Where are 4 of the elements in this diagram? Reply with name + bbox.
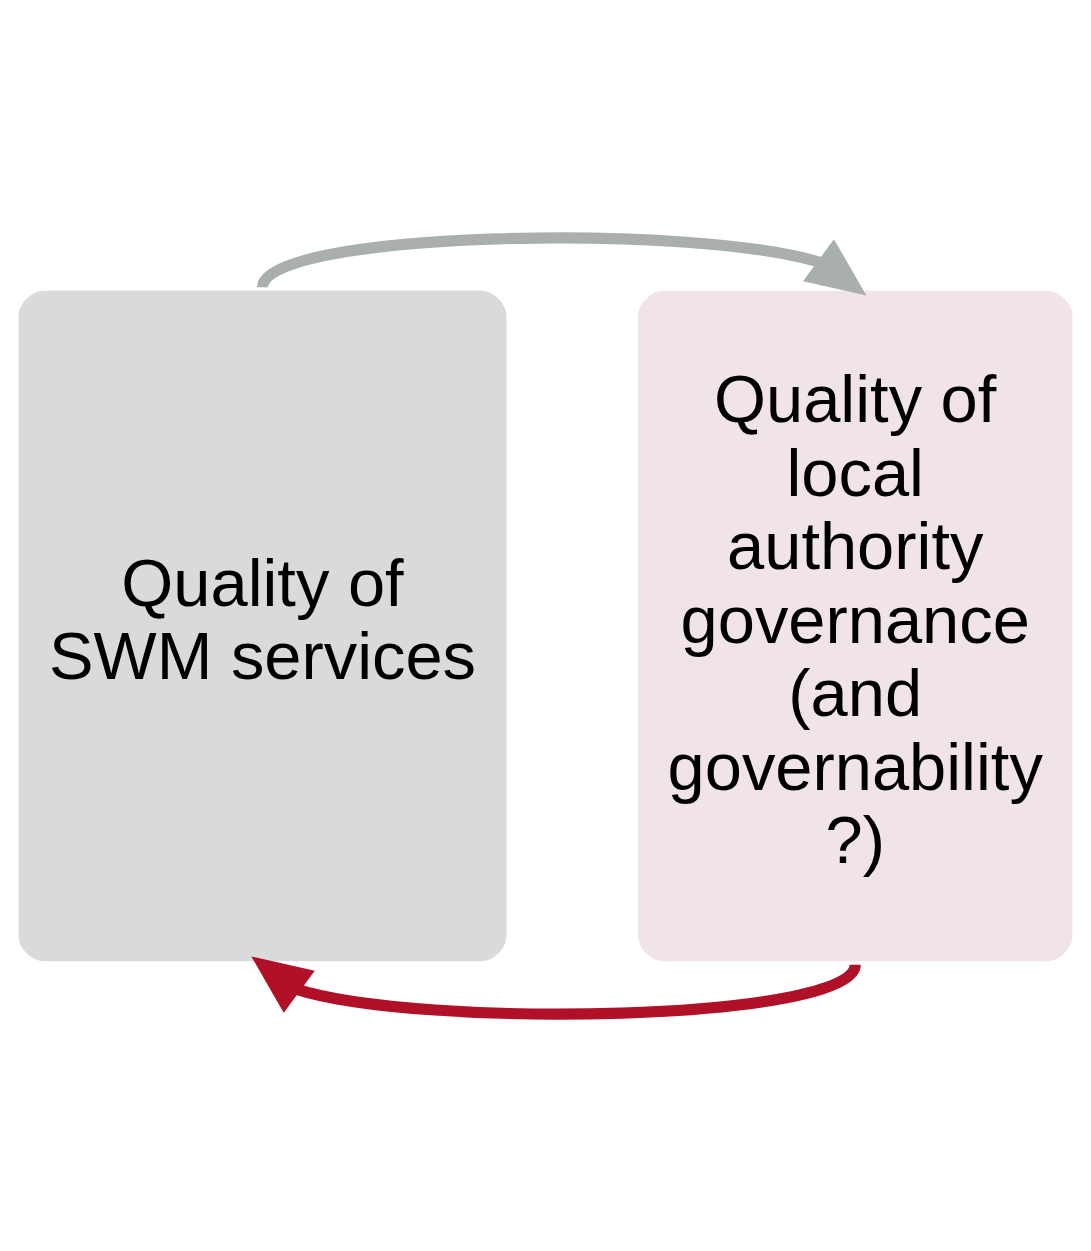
node-box: Quality of SWM services <box>16 287 509 964</box>
arrow <box>251 955 860 1020</box>
arrow <box>257 231 867 296</box>
node-box: Quality of local authority governance (and governability ?) <box>635 287 1075 964</box>
